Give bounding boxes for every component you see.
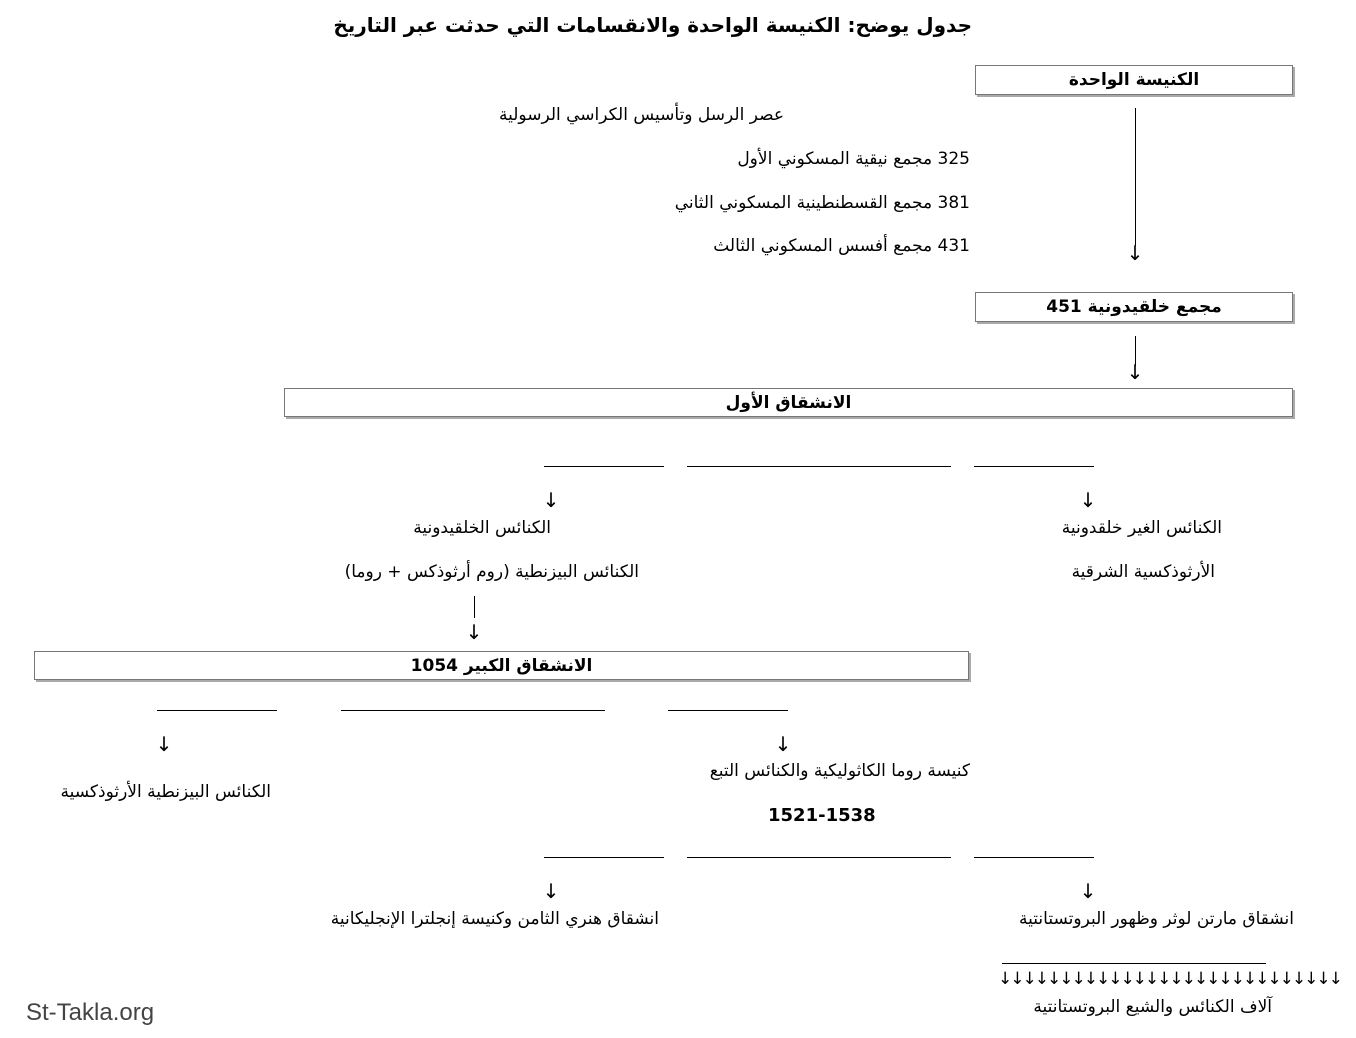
arrow-down-icon: ↓: [542, 879, 560, 903]
one-church-box: الكنيسة الواحدة: [975, 65, 1293, 95]
branch-line: [687, 466, 951, 467]
great-schism-box: الانشقاق الكبير 1054: [34, 651, 969, 680]
branch-line: [544, 466, 664, 467]
arrow-down-icon: ↓: [1079, 879, 1097, 903]
branch-line: [974, 857, 1094, 858]
protestant-denominations-label: آلاف الكنائس والشيع البروتستانتية: [1033, 997, 1272, 1017]
chalcedonian-label: الكنائس الخلقيدونية: [413, 518, 551, 538]
constantinople-council-label: 381 مجمع القسطنطينية المسكوني الثاني: [674, 193, 970, 213]
byzantine-connector: [474, 596, 475, 618]
arrow-down-icon: ↓: [1126, 360, 1144, 384]
arrow-down-icon: ↓: [465, 620, 483, 644]
apostles-age-label: عصر الرسل وتأسيس الكراسي الرسولية: [499, 105, 784, 125]
byzantine-orthodox-label: الكنائس البيزنطية الأرثوذكسية: [60, 782, 272, 802]
watermark-logo: St-Takla.org: [26, 999, 155, 1026]
arrow-down-icon: ↓: [155, 732, 173, 756]
multiple-arrows-icon: ↓↓↓↓↓↓↓↓↓↓↓↓↓↓↓↓↓↓↓↓↓↓↓↓↓↓↓↓: [998, 969, 1343, 989]
nicaea-council-label: 325 مجمع نيقية المسكوني الأول: [737, 149, 970, 169]
arrow-down-icon: ↓: [542, 488, 560, 512]
branch-line: [157, 710, 277, 711]
arrow-down-icon: ↓: [1079, 488, 1097, 512]
byzantine-churches-label: الكنائس البيزنطية (روم أرثوذكس + روما): [344, 562, 639, 582]
henry-schism-label: انشقاق هنري الثامن وكنيسة إنجلترا الإنجل…: [330, 909, 659, 929]
branch-line: [341, 710, 605, 711]
chalcedon-council-box: مجمع خلقيدونية 451: [975, 292, 1293, 322]
non-chalcedonian-label: الكنائس الغير خلقدونية: [1061, 518, 1222, 538]
branch-line: [687, 857, 951, 858]
timeline-connector: [1135, 108, 1136, 246]
rome-catholic-label: كنيسة روما الكاثوليكية والكنائس التبع: [709, 761, 970, 781]
first-schism-box: الانشقاق الأول: [284, 388, 1293, 417]
chalcedon-connector: [1135, 336, 1136, 366]
reformation-years: 1521-1538: [768, 805, 876, 826]
arrow-down-icon: ↓: [774, 732, 792, 756]
arrow-down-icon: ↓: [1126, 241, 1144, 265]
oriental-orthodox-label: الأرثوذكسية الشرقية: [1071, 562, 1215, 582]
protestant-branch-line: [1002, 963, 1266, 964]
ephesus-council-label: 431 مجمع أفسس المسكوني الثالث: [713, 236, 970, 256]
branch-line: [974, 466, 1094, 467]
branch-line: [544, 857, 664, 858]
luther-schism-label: انشقاق مارتن لوثر وظهور البروتستانتية: [1019, 909, 1294, 929]
branch-line: [668, 710, 788, 711]
diagram-title: جدول يوضح: الكنيسة الواحدة والانقسامات ا…: [333, 13, 972, 37]
